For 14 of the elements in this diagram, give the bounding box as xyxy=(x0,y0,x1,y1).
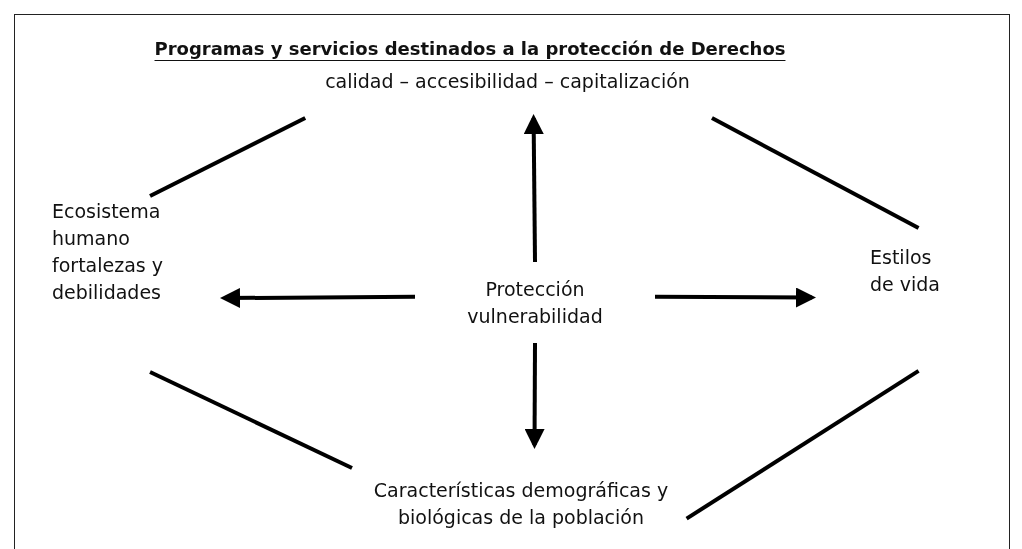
arrow xyxy=(523,114,544,263)
node-label: calidad – accesibilidad – capitalización xyxy=(325,69,690,94)
connector-line xyxy=(149,370,353,470)
connector-line xyxy=(685,369,920,521)
node-label: Ecosistema humano fortalezas y debilidades xyxy=(52,199,164,305)
arrow xyxy=(655,287,816,308)
connector-line xyxy=(149,116,307,198)
arrow xyxy=(524,343,545,449)
node-label: Estilos de vida xyxy=(870,245,942,297)
node-label: Protección vulnerabilidad xyxy=(466,276,604,329)
arrow xyxy=(220,288,415,308)
connector-line xyxy=(711,116,920,230)
diagram-title: Programas y servicios destinados a la protección de Derechos xyxy=(153,38,787,59)
node-label: Características demográficas y biológicas de la población xyxy=(372,478,670,530)
